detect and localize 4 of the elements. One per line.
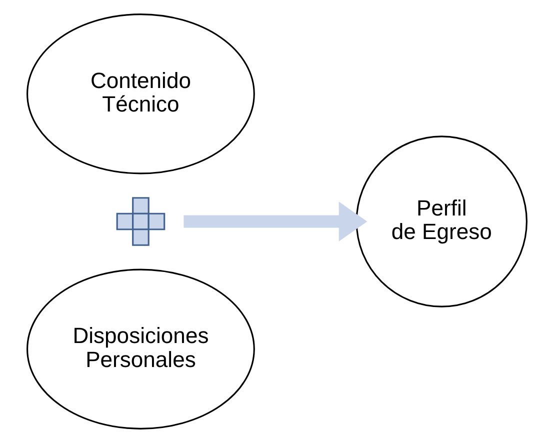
node-ellipse: Disposiciones Personales: [26, 268, 254, 430]
node-circle: Perfil de Egreso: [355, 136, 527, 308]
node-ellipse: Contenido Técnico: [26, 14, 254, 174]
arrow: [183, 202, 367, 242]
